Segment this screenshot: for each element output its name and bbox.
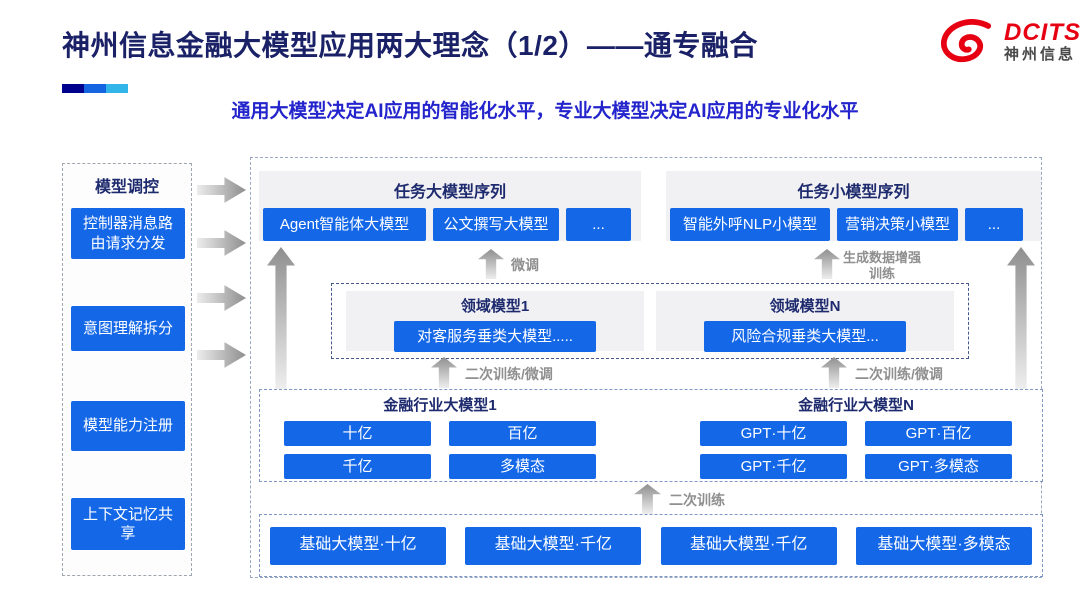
risk-compliance-vertical-model-box: 风险合规垂类大模型... <box>703 321 907 352</box>
industry-model-1-grid: 十亿 百亿 千亿 多模态 <box>284 421 596 479</box>
scale-10b-box: 百亿 <box>449 421 596 446</box>
agent-large-model-box: Agent智能体大模型 <box>263 208 426 241</box>
scale-1b-box: 十亿 <box>284 421 431 446</box>
logo-text: DCITS 神州信息 <box>1004 18 1080 63</box>
dcits-logo: DCITS 神州信息 <box>938 18 1080 64</box>
sidebar-item-capability-register: 模型能力注册 <box>71 401 185 451</box>
base-model-1b-box: 基础大模型·十亿 <box>270 526 446 565</box>
marketing-decision-model-box: 营销决策小模型 <box>837 208 958 241</box>
gpt-multimodal-box: GPT·多模态 <box>865 454 1012 479</box>
model-control-sidebar: 模型调控 控制器消息路由请求分发 意图理解拆分 模型能力注册 上下文记忆共享 <box>62 163 192 576</box>
gen-data-up-arrow <box>814 249 840 279</box>
task-large-header: 任务大模型序列 <box>393 184 506 201</box>
base-model-multimodal-box: 基础大模型·多模态 <box>855 526 1032 565</box>
finetune-label: 微调 <box>511 257 539 273</box>
gpt-100b-box: GPT·千亿 <box>700 454 847 479</box>
task-small-model-panel: 任务小模型序列 智能外呼NLP小模型 营销决策小模型 ... <box>666 171 1041 241</box>
customer-service-vertical-model-box: 对客服务垂类大模型..... <box>393 321 597 352</box>
finetune-up-arrow <box>478 249 504 279</box>
task-small-more-box: ... <box>965 208 1023 241</box>
industry-model-1-group: 金融行业大模型1 十亿 百亿 千亿 多模态 <box>284 394 596 479</box>
domain-model-n-header: 领域模型N <box>769 298 841 315</box>
domain-model-n-panel: 领域模型N 风险合规垂类大模型... <box>656 291 954 352</box>
outbound-nlp-model-box: 智能外呼NLP小模型 <box>670 208 830 241</box>
title-accent-strip <box>62 84 128 93</box>
retrain-finetune-label-left: 二次训练/微调 <box>465 366 553 382</box>
industry-model-n-grid: GPT·十亿 GPT·百亿 GPT·千亿 GPT·多模态 <box>700 421 1012 479</box>
industry-model-n-group: 金融行业大模型N GPT·十亿 GPT·百亿 GPT·千亿 GPT·多模态 <box>700 394 1012 479</box>
domain-model-container: 领域模型1 对客服务垂类大模型..... 领域模型N 风险合规垂类大模型... <box>331 283 969 359</box>
retrain-up-arrow <box>634 484 661 514</box>
task-small-header: 任务小模型序列 <box>797 184 910 201</box>
base-model-100b-box-1: 基础大模型·千亿 <box>465 526 642 565</box>
strip-segment-blue <box>84 84 106 93</box>
logo-brand-name: DCITS <box>1004 18 1080 46</box>
flow-arrow-right-1 <box>197 177 246 203</box>
retrain-finetune-label-right: 二次训练/微调 <box>855 366 943 382</box>
sidebar-item-context-memory: 上下文记忆共享 <box>71 498 185 550</box>
scale-multimodal-box: 多模态 <box>449 454 596 479</box>
flow-arrow-right-4 <box>197 342 246 368</box>
strip-segment-navy <box>62 84 84 93</box>
base-model-100b-box-2: 基础大模型·千亿 <box>660 526 837 565</box>
sidebar-item-intent-split: 意图理解拆分 <box>71 306 185 351</box>
flow-arrow-right-2 <box>197 230 246 256</box>
tall-up-arrow-left <box>267 247 295 389</box>
industry-model-n-header: 金融行业大模型N <box>798 397 914 414</box>
document-writing-model-box: 公文撰写大模型 <box>433 208 559 241</box>
gpt-10b-box: GPT·百亿 <box>865 421 1012 446</box>
industry-model-container: 金融行业大模型1 十亿 百亿 千亿 多模态 金融行业大模型N GPT·十亿 GP… <box>259 389 1043 482</box>
task-large-button-row: Agent智能体大模型 公文撰写大模型 ... <box>259 202 641 241</box>
retrain-finetune-up-arrow-left <box>431 357 457 388</box>
industry-model-1-header: 金融行业大模型1 <box>383 397 497 414</box>
strip-segment-cyan <box>106 84 128 93</box>
sidebar-item-controller-routing: 控制器消息路由请求分发 <box>71 208 185 259</box>
gen-data-label: 生成数据增强训练 <box>842 250 921 282</box>
domain-model-1-panel: 领域模型1 对客服务垂类大模型..... <box>346 291 644 352</box>
scale-100b-box: 千亿 <box>284 454 431 479</box>
sidebar-header: 模型调控 <box>94 179 159 196</box>
task-large-model-panel: 任务大模型序列 Agent智能体大模型 公文撰写大模型 ... <box>259 171 641 241</box>
domain-model-1-header: 领域模型1 <box>460 298 530 315</box>
logo-brand-cn: 神州信息 <box>1004 45 1077 63</box>
model-architecture-diagram: 任务大模型序列 Agent智能体大模型 公文撰写大模型 ... 任务小模型序列 … <box>250 157 1043 578</box>
slide-subtitle: 通用大模型决定AI应用的智能化水平，专业大模型决定AI应用的专业化水平 <box>231 101 859 122</box>
page-title: 神州信息金融大模型应用两大理念（1/2）——通专融合 <box>62 30 758 61</box>
retrain-label: 二次训练 <box>669 492 725 508</box>
base-model-container: 基础大模型·十亿 基础大模型·千亿 基础大模型·千亿 基础大模型·多模态 <box>259 514 1043 577</box>
task-large-more-box: ... <box>566 208 631 241</box>
dcits-swirl-icon <box>941 19 992 63</box>
tall-up-arrow-right <box>1007 247 1035 389</box>
gpt-1b-box: GPT·十亿 <box>700 421 847 446</box>
task-small-button-row: 智能外呼NLP小模型 营销决策小模型 ... <box>666 202 1041 241</box>
retrain-finetune-up-arrow-right <box>821 357 847 388</box>
flow-arrow-right-3 <box>197 285 246 311</box>
